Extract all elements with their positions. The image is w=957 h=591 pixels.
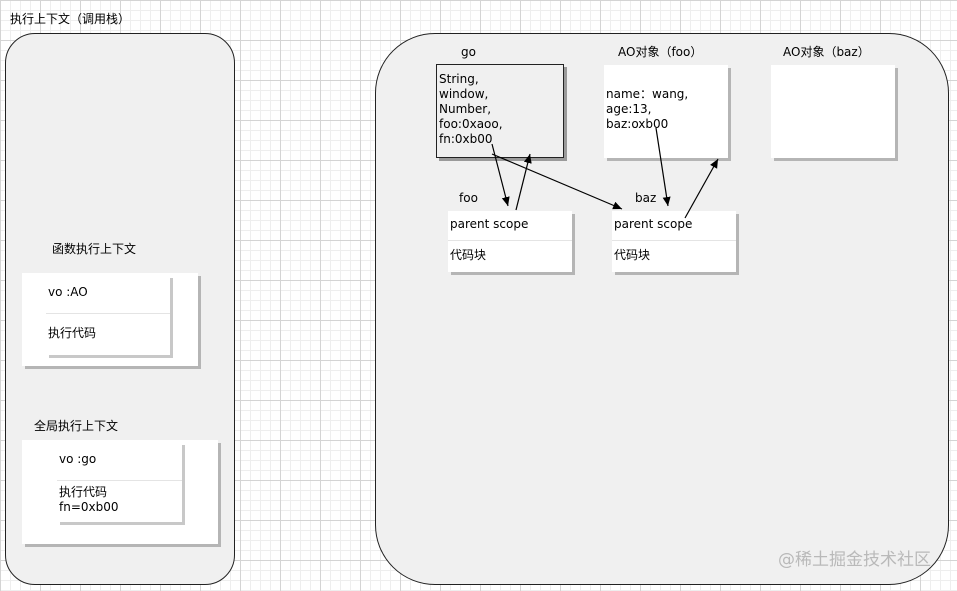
ao-baz-label: AO对象（baz） <box>783 45 870 59</box>
baz-divider <box>612 240 736 241</box>
go-content: String, window, Number, foo:0xaoo, fn:0x… <box>439 72 503 146</box>
function-context-vo: vo :AO <box>48 285 88 299</box>
global-context-vo: vo :go <box>59 452 97 466</box>
watermark: @稀土掘金技术社区 <box>778 550 931 570</box>
call-stack-title: 执行上下文（调用栈） <box>10 12 131 26</box>
global-context-code: 执行代码 fn=0xb00 <box>59 485 119 514</box>
function-context-inner-box <box>46 275 170 355</box>
global-context-inner-box <box>57 442 182 522</box>
go-label: go <box>461 45 476 59</box>
foo-box <box>448 211 572 272</box>
function-context-code: 执行代码 <box>48 326 97 340</box>
global-context-label: 全局执行上下文 <box>34 419 119 433</box>
foo-parent-scope: parent scope <box>450 217 529 231</box>
ao-foo-content: name：wang, age:13, baz:oxb00 <box>606 87 689 131</box>
function-context-divider <box>46 313 170 314</box>
baz-code-block: 代码块 <box>614 248 651 262</box>
baz-label: baz <box>635 191 657 205</box>
ao-baz-box <box>771 65 895 158</box>
global-context-divider <box>57 480 182 481</box>
function-context-label: 函数执行上下文 <box>52 242 137 256</box>
foo-divider <box>448 240 572 241</box>
foo-label: foo <box>459 191 478 205</box>
ao-foo-label: AO对象（foo） <box>618 45 703 59</box>
baz-box <box>612 211 736 272</box>
foo-code-block: 代码块 <box>450 248 487 262</box>
baz-parent-scope: parent scope <box>614 217 693 231</box>
